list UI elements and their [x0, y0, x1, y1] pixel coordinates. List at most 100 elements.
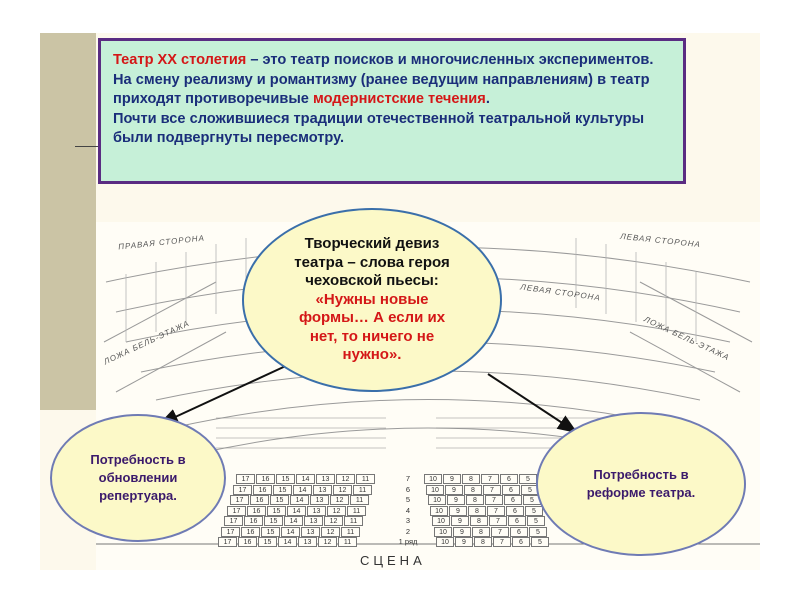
- seat-right: 9: [445, 484, 463, 495]
- seat-left: 12: [327, 505, 346, 516]
- seat-right: 6: [502, 484, 520, 495]
- seat-right: 6: [500, 474, 518, 484]
- row-number: 2: [405, 526, 411, 536]
- seat-right: 7: [485, 495, 503, 505]
- seat-right: 7: [483, 484, 501, 495]
- seat-right: 10: [436, 537, 454, 547]
- seat-left: 15: [270, 495, 289, 505]
- row-number: 6: [405, 484, 411, 494]
- seat-left: 16: [244, 516, 263, 526]
- seat-right: 8: [474, 537, 492, 547]
- seat-left: 16: [253, 484, 272, 495]
- seat-right: 5: [529, 526, 547, 537]
- seat-left: 17: [236, 474, 255, 484]
- seat-right: 5: [531, 537, 549, 547]
- intro-period: .: [485, 91, 490, 107]
- seat-left: 12: [336, 474, 355, 484]
- seat-right: 9: [451, 516, 469, 526]
- seat-left: 11: [353, 484, 372, 495]
- repertoire-text: Потребность в обновлении репертуара.: [90, 452, 186, 503]
- reform-bubble: Потребность в реформе театра.: [536, 412, 746, 556]
- intro-highlight: модернистские течения: [312, 91, 486, 107]
- seat-left: 17: [218, 537, 237, 547]
- intro-paragraph-part: – это театр поисков и многочисленных экс…: [113, 52, 654, 107]
- seat-left: 15: [261, 526, 280, 537]
- seat-left: 15: [264, 516, 283, 526]
- seat-left: 11: [338, 537, 357, 547]
- seat-right: 6: [512, 537, 530, 547]
- seat-left: 14: [287, 505, 306, 516]
- seat-left: 13: [307, 505, 326, 516]
- seat-right: 9: [449, 505, 467, 516]
- seat-left: 13: [298, 537, 317, 547]
- motto-line-3: чеховской пьесы:: [305, 272, 439, 290]
- seat-left: 15: [273, 484, 292, 495]
- seat-right: 8: [468, 505, 486, 516]
- seat-right: 10: [426, 484, 444, 495]
- seat-left: 13: [301, 526, 320, 537]
- seat-right: 6: [506, 505, 524, 516]
- row-number-column: 7 6 5 4 3 2 1 ряд: [398, 474, 418, 548]
- seat-left: 12: [318, 537, 337, 547]
- stage-label: СЦЕНА: [360, 553, 426, 568]
- seat-right: 7: [493, 537, 511, 547]
- seat-left: 17: [221, 526, 240, 537]
- seat-right: 8: [464, 484, 482, 495]
- intro-title: Театр XX столетия: [113, 52, 247, 68]
- seat-left: 16: [250, 495, 269, 505]
- seat-right: 8: [472, 526, 490, 537]
- seat-left: 11: [350, 495, 369, 505]
- seat-right: 5: [527, 516, 545, 526]
- seat-left: 15: [267, 505, 286, 516]
- intro-text-box: Театр XX столетия – это театр поисков и …: [98, 38, 686, 184]
- seat-left: 16: [247, 505, 266, 516]
- row-number: 4: [405, 505, 411, 515]
- left-accent-bar: [40, 33, 96, 410]
- seat-left: 11: [356, 474, 375, 484]
- seat-left: 11: [341, 526, 360, 537]
- reform-text: Потребность в реформе театра.: [586, 467, 696, 500]
- arrow-to-repertoire: [158, 363, 291, 425]
- motto-line-1: Творческий девиз: [304, 235, 440, 253]
- seat-left: 14: [293, 484, 312, 495]
- intro-paragraph-2: Почти все сложившиеся традиции отечестве…: [113, 110, 645, 147]
- seat-left: 12: [321, 526, 340, 537]
- seat-left: 15: [276, 474, 295, 484]
- seat-right: 9: [455, 537, 473, 547]
- seat-left: 13: [304, 516, 323, 526]
- row-number: 3: [405, 516, 411, 525]
- seat-left: 17: [230, 495, 249, 505]
- seat-left: 14: [290, 495, 309, 505]
- seat-left: 14: [281, 526, 300, 537]
- row-number: 1 ряд: [398, 537, 418, 546]
- seat-right: 9: [443, 474, 461, 484]
- seat-right: 7: [487, 505, 505, 516]
- seat-right: 10: [430, 505, 448, 516]
- seat-right: 9: [447, 495, 465, 505]
- intro-text: Театр XX столетия – это театр поисков и …: [113, 51, 671, 149]
- seat-right: 6: [510, 526, 528, 537]
- seat-left: 11: [347, 505, 366, 516]
- row-number: 7: [405, 474, 411, 483]
- seat-right: 8: [466, 495, 484, 505]
- seat-right: 9: [453, 526, 471, 537]
- seat-right: 7: [481, 474, 499, 484]
- callout-line: [75, 146, 98, 147]
- seat-right: 6: [508, 516, 526, 526]
- motto-bubble: Творческий девиз театра – слова героя че…: [242, 208, 502, 392]
- seat-left: 13: [316, 474, 335, 484]
- seat-left: 16: [238, 537, 257, 547]
- motto-line-2: театра – слова героя: [294, 253, 450, 271]
- seat-right: 10: [434, 526, 452, 537]
- seat-left: 11: [344, 516, 363, 526]
- seat-left: 16: [256, 474, 275, 484]
- seat-left: 14: [284, 516, 303, 526]
- seat-right: 8: [462, 474, 480, 484]
- seat-right: 7: [491, 526, 509, 537]
- row-number: 5: [405, 495, 411, 504]
- seat-right: 7: [489, 516, 507, 526]
- seat-left: 17: [224, 516, 243, 526]
- seat-right: 10: [432, 516, 450, 526]
- seat-left: 16: [241, 526, 260, 537]
- seat-right: 8: [470, 516, 488, 526]
